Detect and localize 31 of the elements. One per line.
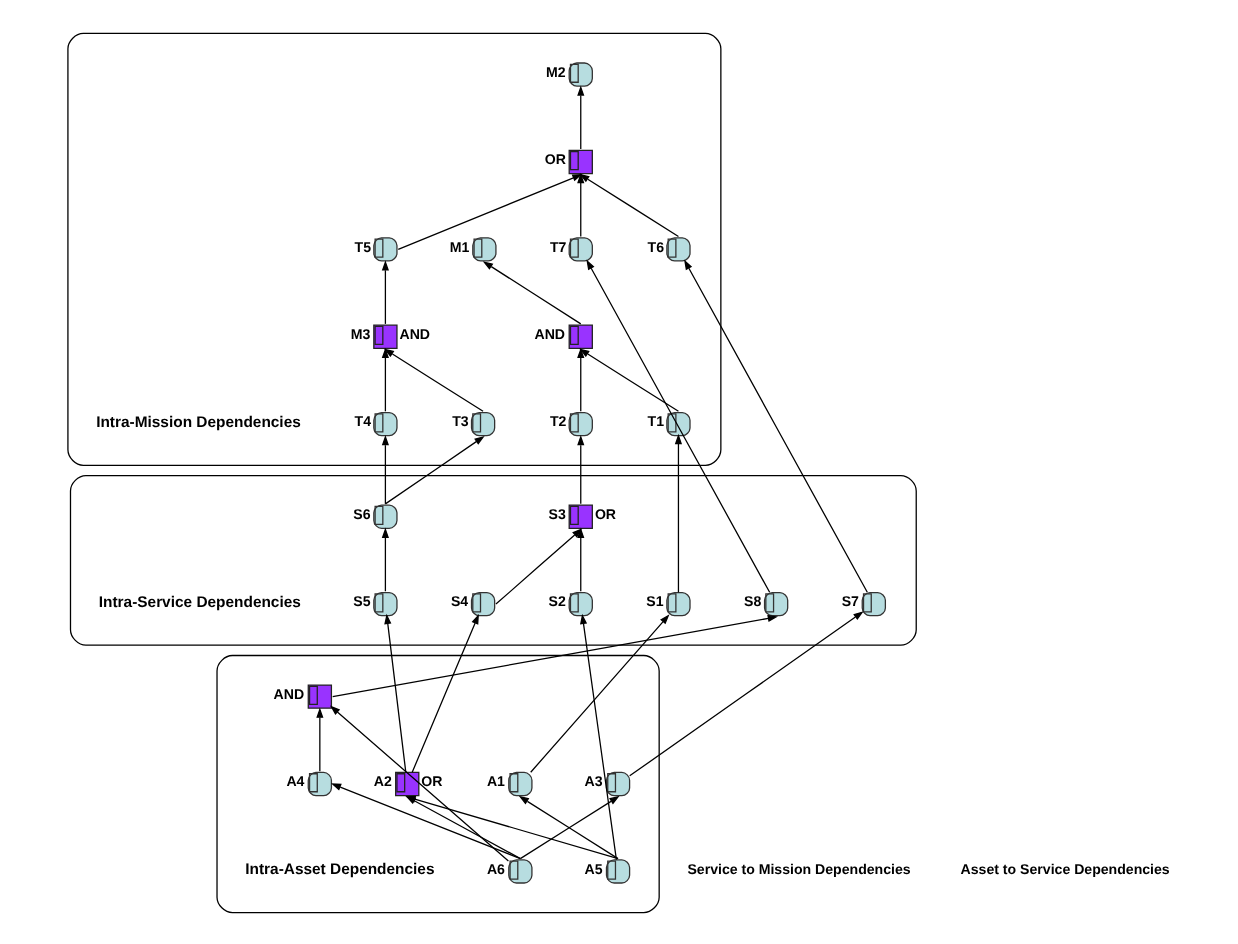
arrow	[381, 434, 389, 504]
arrow	[586, 258, 771, 592]
arrow	[684, 258, 868, 592]
arrow	[397, 173, 583, 249]
arrow	[384, 434, 485, 504]
arrow	[381, 259, 389, 324]
cluster	[216, 653, 660, 913]
arrow	[674, 432, 683, 592]
arrow	[316, 706, 324, 771]
arrow	[482, 260, 582, 324]
arrow	[330, 782, 521, 859]
arrow	[383, 347, 484, 411]
arrow	[579, 612, 618, 860]
arrow	[495, 527, 583, 604]
arrow	[577, 434, 585, 504]
arrow	[530, 613, 670, 772]
arrow	[579, 347, 680, 411]
arrow	[384, 612, 407, 772]
cluster	[69, 473, 917, 645]
arrow	[629, 610, 864, 776]
arrow	[577, 526, 585, 591]
arrow	[411, 612, 479, 772]
cluster	[67, 31, 722, 465]
arrow	[381, 526, 389, 591]
arrow	[330, 704, 510, 861]
arrow	[577, 84, 585, 149]
arrow	[381, 346, 389, 411]
arrow	[332, 613, 779, 697]
arrow	[577, 346, 585, 411]
arrow	[577, 171, 585, 237]
arrow	[579, 172, 680, 237]
